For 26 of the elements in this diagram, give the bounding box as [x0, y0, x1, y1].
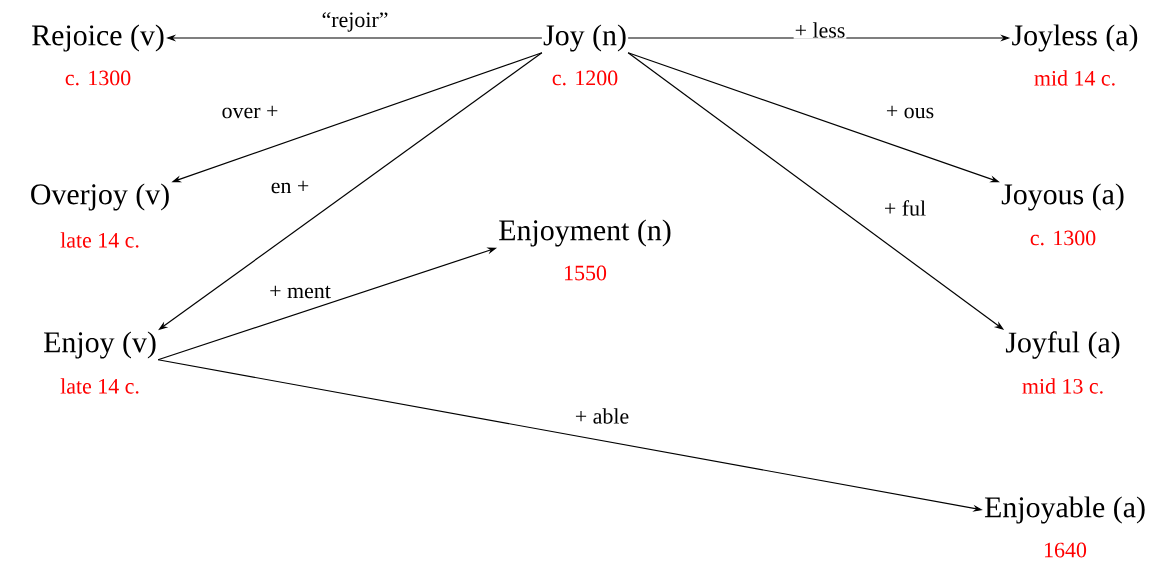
date-label: late 14 c.: [60, 232, 139, 248]
word-label: Overjoy (v): [31, 183, 169, 211]
word-label: Joyous (a): [1001, 183, 1124, 211]
edge-label: over +: [220, 104, 280, 120]
word-label: Joy (n): [543, 24, 626, 52]
date-label: 1640: [1045, 542, 1087, 558]
date-label: 1550: [565, 265, 607, 281]
date-label: c. 1200: [552, 70, 618, 86]
date-label: mid 14 c.: [1034, 70, 1115, 86]
word-label: Rejoice (v): [32, 24, 164, 52]
edge-label: + ous: [884, 104, 936, 120]
word-label: Enjoyable (a): [984, 496, 1145, 524]
word-label: Enjoyment (n): [499, 219, 671, 247]
word-label: Enjoy (v): [44, 331, 156, 359]
date-label: mid 13 c.: [1022, 378, 1103, 394]
edge-label: + less: [793, 21, 847, 39]
date-label: c. 1300: [65, 70, 131, 86]
edge-label: + ment: [268, 284, 332, 300]
edge-label: “rejoir”: [320, 11, 390, 33]
edge-label: en +: [269, 179, 311, 195]
edge-label: + able: [573, 407, 631, 425]
word-label: Joyless (a): [1012, 24, 1138, 52]
edge-label: + ful: [882, 199, 928, 217]
date-label: c. 1300: [1030, 230, 1096, 246]
date-label: late 14 c.: [60, 378, 139, 394]
word-label: Joyful (a): [1005, 331, 1120, 359]
